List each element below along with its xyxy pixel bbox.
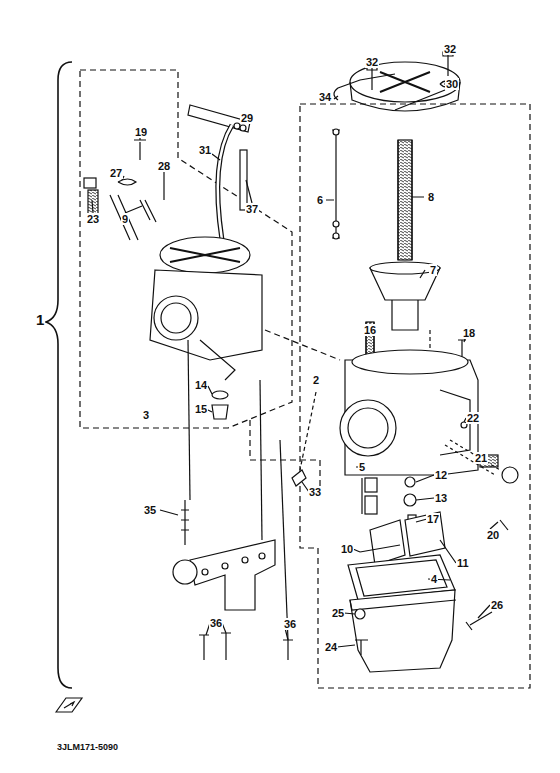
callout-number: 37 [245,203,259,215]
callout-number: 18 [462,327,476,339]
callout-number: 25 [331,607,345,619]
callout-number: 19 [134,126,148,138]
callout-number: 16 [363,324,377,336]
callout-number: 8 [427,191,435,203]
callout-number: 23 [86,213,100,225]
callout-number: 7 [429,264,437,276]
callout-number: 4 [430,573,438,585]
callout-number: 9 [121,213,129,225]
callout-number: 10 [340,543,354,555]
drawing-code: 3JLM171-5090 [56,742,119,752]
callout-number: 22 [466,412,480,424]
callout-number: 24 [324,641,338,653]
callout-number: 11 [456,557,470,569]
callout-number: 27 [109,167,123,179]
callout-number: 32 [443,43,457,55]
callout-number: 32 [365,56,379,68]
callout-number: 12 [434,469,448,481]
callout-number: 35 [143,504,157,516]
callout-number: 30 [445,78,459,90]
callout-number: 17 [426,513,440,525]
callout-number: 31 [198,144,212,156]
callout-number: 36 [283,618,297,630]
callout-number: 33 [308,486,322,498]
callout-number: 1 [35,312,45,328]
callout-number: 5 [358,461,366,473]
callout-number: 15 [194,403,208,415]
callout-number: 14 [194,379,208,391]
callout-number: 36 [209,617,223,629]
callout-number: 13 [434,492,448,504]
callout-number: 20 [486,529,500,541]
callout-number: 6 [316,194,324,206]
callout-number: 34 [318,91,332,103]
callout-number: 28 [157,160,171,172]
callout-number: 21 [474,452,488,464]
callout-number: 3 [142,409,150,421]
callout-number: 2 [312,374,320,386]
callout-number: 26 [490,599,504,611]
callout-number: 29 [240,112,254,124]
